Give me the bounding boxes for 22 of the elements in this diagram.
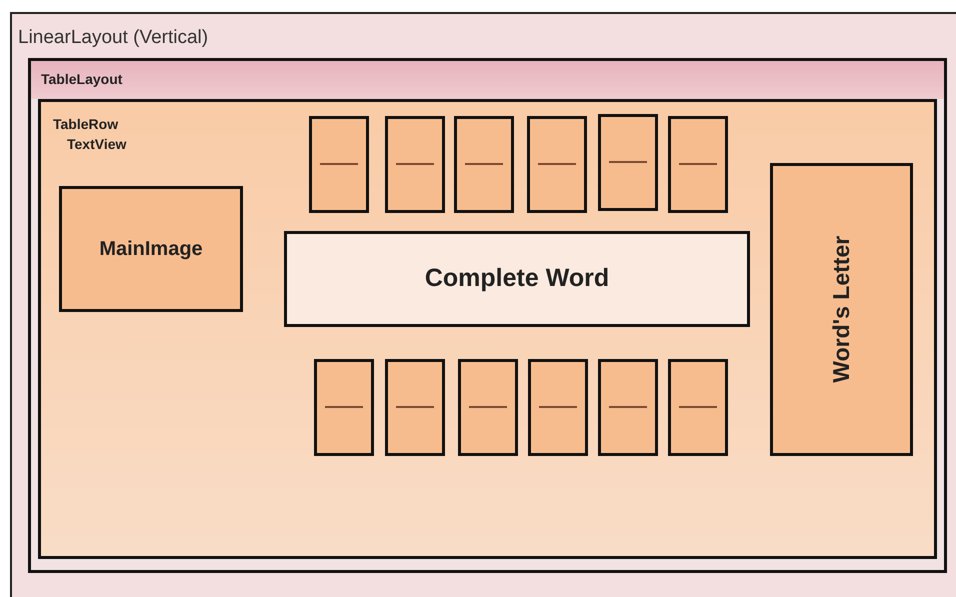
letter-box	[770, 163, 913, 456]
panel-title: TableLayout	[41, 70, 122, 89]
letter-slot	[385, 359, 445, 456]
word-box	[284, 231, 750, 327]
letter-slot	[309, 116, 369, 213]
node-label: MainImage	[99, 237, 203, 262]
letter-slot	[527, 116, 587, 213]
letter-slot	[314, 359, 374, 456]
letter-slot	[385, 116, 445, 213]
letter-slot	[668, 359, 728, 456]
letter-slot	[454, 116, 514, 213]
node-label: Complete Word	[424, 263, 610, 294]
letter-slot	[458, 359, 518, 456]
panel-title: TableRow	[53, 115, 118, 134]
letter-slot	[668, 116, 728, 213]
panel-subtitle: TextView	[67, 135, 126, 154]
letter-slot	[598, 359, 658, 456]
node-label: Word's Letter	[827, 236, 856, 383]
letter-slot	[528, 359, 588, 456]
image-box	[59, 186, 243, 312]
panel-title: LinearLayout (Vertical)	[18, 26, 208, 50]
letter-slot	[598, 114, 658, 211]
